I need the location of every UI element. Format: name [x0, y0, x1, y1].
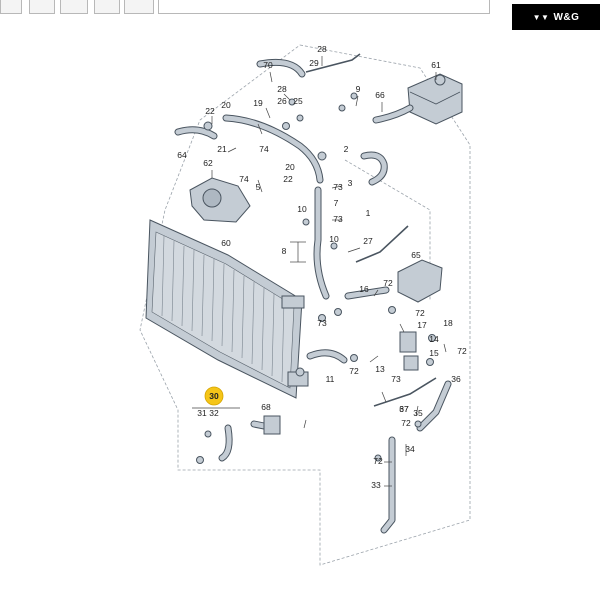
callout-label: 22: [283, 174, 293, 184]
callout-label: 61: [431, 60, 441, 70]
logo-mark-icon: ▼▼: [532, 12, 550, 22]
assembly-outline: [139, 44, 471, 566]
callout-labels: 28 29 70 61 28 26 9 66 22 20 19 25 64 74…: [177, 44, 467, 490]
callout-label: 18: [443, 318, 453, 328]
callout-label: 26: [277, 96, 287, 106]
callout-label: 7: [334, 198, 339, 208]
callout-label: 2: [344, 144, 349, 154]
callout-label: 1: [366, 208, 371, 218]
highlight-marker: [204, 386, 224, 406]
callout-label: 10: [329, 234, 339, 244]
callout-label: 31: [197, 408, 207, 418]
callout-label: 11: [326, 374, 335, 384]
callout-label: 29: [309, 58, 319, 68]
callout-label: 72: [373, 456, 383, 466]
expansion-tank: [407, 73, 463, 125]
callout-label: 64: [177, 150, 187, 160]
callout-label: 8: [282, 246, 287, 256]
thermostat-housing: [189, 177, 251, 223]
page-button[interactable]: [94, 0, 120, 14]
callout-label: 72: [415, 308, 425, 318]
callout-label: 72: [401, 418, 411, 428]
callout-label: 60: [221, 238, 231, 248]
callout-label: 16: [359, 284, 369, 294]
address-field[interactable]: [158, 0, 490, 14]
callout-label: 33: [371, 480, 381, 490]
assembly-outline-inner: [344, 159, 431, 300]
callout-label: 72: [457, 346, 467, 356]
callout-label: 9: [356, 84, 361, 94]
callout-label: 10: [297, 204, 307, 214]
callout-label: 19: [253, 98, 263, 108]
callout-label: 72: [349, 366, 359, 376]
callout-label: 32: [209, 408, 219, 418]
callout-label: 27: [363, 236, 373, 246]
callout-label: 20: [285, 162, 295, 172]
callout-label: 17: [417, 320, 427, 330]
callout-label: 15: [429, 348, 439, 358]
callout-label: 37: [399, 404, 409, 414]
oil-cooler: [397, 259, 443, 303]
logo-text: W&G: [553, 11, 580, 23]
highlight-callout-30[interactable]: 30: [204, 386, 224, 406]
zoom-tool-button[interactable]: [0, 0, 22, 14]
callout-label: 62: [203, 158, 213, 168]
callout-label: 13: [375, 364, 385, 374]
callout-label: 14: [429, 334, 439, 344]
highlight-label: 30: [209, 391, 219, 401]
callout-label: 36: [451, 374, 461, 384]
callout-label: 67: [399, 404, 409, 414]
callout-label: 28: [277, 84, 287, 94]
zoom-out-button[interactable]: [29, 0, 55, 14]
callout-label: 25: [293, 96, 303, 106]
callout-label: 28: [317, 44, 327, 54]
callout-label: 35: [413, 408, 423, 418]
callout-label: 73: [317, 318, 327, 328]
search-icon[interactable]: [124, 0, 154, 14]
callout-label: 73: [391, 374, 401, 384]
brand-logo: ▼▼ W&G: [512, 4, 600, 30]
callout-label: 21: [217, 144, 227, 154]
callout-label: 66: [375, 90, 385, 100]
callout-label: 70: [263, 60, 273, 70]
toolbar: [0, 0, 490, 16]
callout-label: 68: [261, 402, 271, 412]
radiator: [145, 219, 309, 399]
callout-label: 22: [205, 106, 215, 116]
callout-label: 73: [333, 214, 343, 224]
callout-label: 74: [259, 144, 269, 154]
small-components: [196, 92, 436, 464]
callout-label: 74: [239, 174, 249, 184]
callout-label: 34: [405, 444, 415, 454]
leader-lines: [192, 56, 447, 487]
fit-view-button[interactable]: [60, 0, 88, 14]
callout-label: 72: [383, 278, 393, 288]
callout-label: 20: [221, 100, 231, 110]
callout-label: 5: [256, 182, 261, 192]
callout-label: 73: [333, 182, 343, 192]
callout-label: 65: [411, 250, 421, 260]
coolant-hoses: [174, 53, 452, 534]
callout-label: 3: [348, 178, 353, 188]
